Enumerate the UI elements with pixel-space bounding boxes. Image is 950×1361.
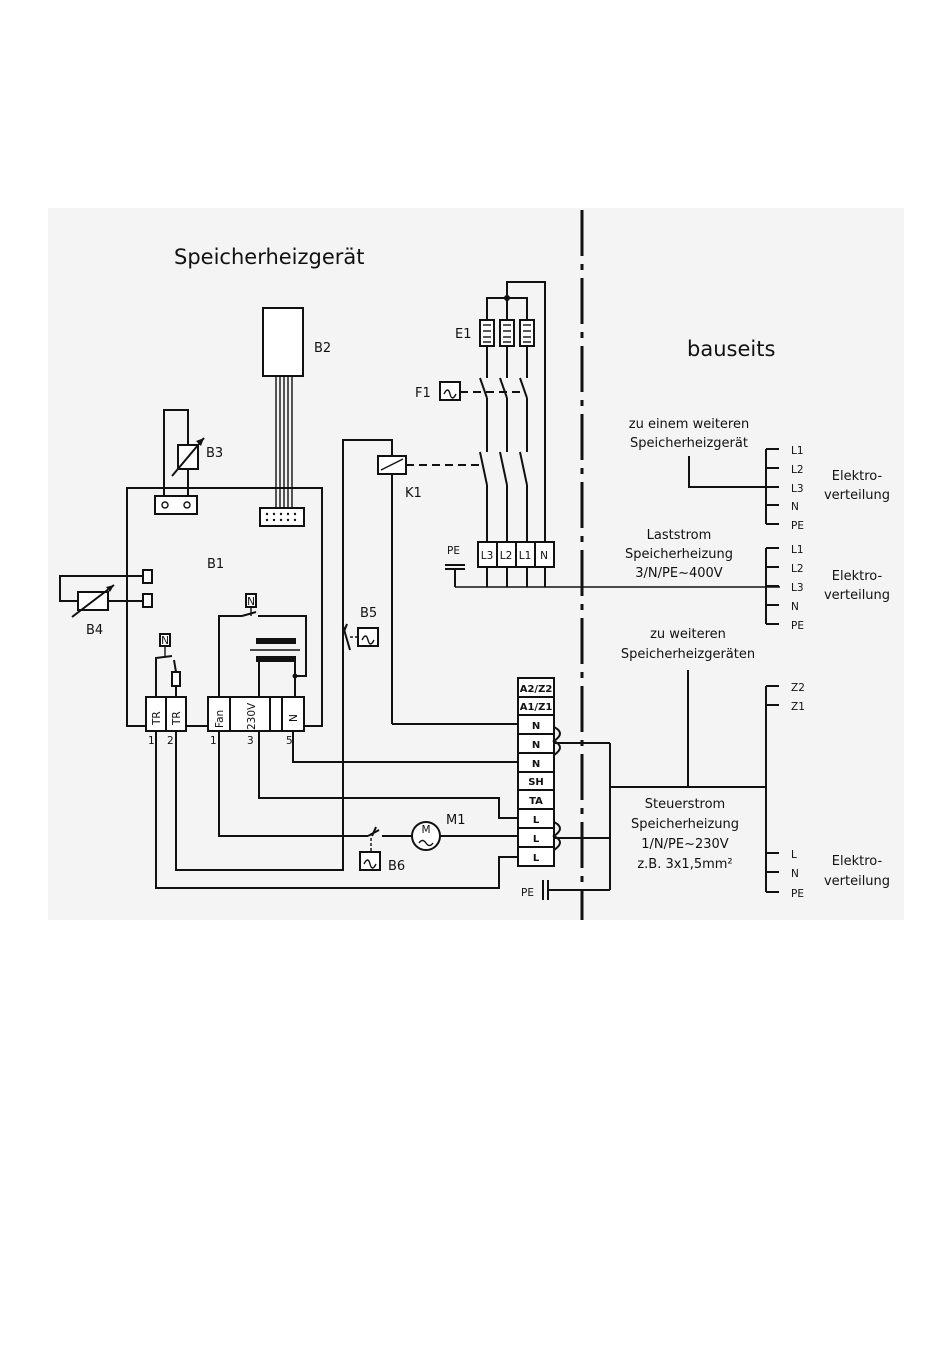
f1-label: F1 (415, 386, 431, 401)
dist1-label-1: Elektro- (832, 469, 883, 484)
dist2-l1: L1 (791, 544, 804, 556)
b6-label: B6 (388, 859, 405, 874)
note-laststrom-2: Speicherheizung (625, 547, 733, 562)
b3-label: B3 (206, 446, 223, 461)
b5-thermostat (357, 627, 379, 647)
dist2-l3: L3 (791, 582, 804, 594)
terminal-num-fan: 1 (210, 735, 217, 747)
ctrl-terminal-ta: TA (529, 796, 543, 807)
m1-symbol: M (421, 824, 430, 836)
ctrl-terminal-n3: N (532, 759, 540, 770)
note-steuer-2: Speicherheizung (631, 817, 739, 832)
dist4-label-2: verteilung (824, 874, 890, 889)
dist1-pe: PE (791, 520, 804, 532)
b5-label: B5 (360, 606, 377, 621)
terminal-tr-1: TR (151, 711, 163, 726)
m1-label: M1 (446, 813, 466, 828)
b2-connector-pins (265, 512, 297, 522)
dist2-label-1: Elektro- (832, 569, 883, 584)
load-terminal-l1: L1 (519, 550, 532, 562)
b2-label: B2 (314, 341, 331, 356)
dist1-label-2: verteilung (824, 488, 890, 503)
site-title: bauseits (687, 337, 775, 361)
ctrl-terminal-sh: SH (528, 777, 544, 788)
terminal-num-2: 2 (167, 735, 174, 747)
e1-heaters (479, 319, 535, 347)
n-mark-2: N (247, 596, 255, 608)
dist4-label-1: Elektro- (832, 854, 883, 869)
load-terminal-l3: L3 (481, 550, 494, 562)
dist2-n: N (791, 601, 799, 613)
dist1-l3: L3 (791, 483, 804, 495)
dist1-l2: L2 (791, 464, 804, 476)
control-distribution-bus (765, 685, 779, 893)
note-steuer-3: 1/N/PE~230V (641, 837, 729, 852)
control-pe-label: PE (521, 887, 534, 899)
b1-label: B1 (207, 557, 224, 572)
distribution-bus-1 (765, 448, 779, 525)
ctrl-terminal-n2: N (532, 740, 540, 751)
dist2-label-2: verteilung (824, 588, 890, 603)
terminal-tr-2: TR (171, 711, 183, 726)
load-terminal-n: N (540, 550, 548, 562)
b6-thermostat (359, 851, 381, 871)
dist1-n: N (791, 501, 799, 513)
ctrl-terminal-a2z2: A2/Z2 (520, 684, 553, 695)
ctrl-terminal-a1z1: A1/Z1 (520, 702, 553, 713)
ctrl-terminal-l1: L (533, 815, 540, 826)
diagram-background (48, 208, 904, 920)
k1-label: K1 (405, 486, 422, 501)
terminal-fan: Fan (214, 710, 226, 728)
e1-label: E1 (455, 327, 472, 342)
distribution-bus-2 (765, 547, 779, 625)
dist3-z1: Z1 (791, 701, 805, 713)
terminal-num-5: 5 (286, 735, 293, 747)
note-weiterer-1: zu einem weiteren (629, 417, 749, 432)
note-weitere-2: Speicherheizgeräten (621, 647, 755, 662)
b2-connector (259, 507, 305, 527)
note-steuer-1: Steuerstrom (645, 797, 725, 812)
f1-limiter (439, 381, 461, 401)
b4-label: B4 (86, 623, 103, 638)
dist2-l2: L2 (791, 563, 804, 575)
ctrl-terminal-n1: N (532, 721, 540, 732)
terminal-num-1: 1 (148, 735, 155, 747)
pe-label: PE (447, 545, 460, 557)
control-terminal-block (517, 677, 555, 867)
note-steuer-4: z.B. 3x1,5mm² (637, 857, 732, 872)
b2-sensor (262, 307, 304, 377)
note-weiterer-2: Speicherheizgerät (630, 436, 748, 451)
n-mark-1: N (161, 635, 169, 647)
b1-terminal-block (145, 696, 305, 732)
dist4-pe: PE (791, 888, 804, 900)
dist2-pe: PE (791, 620, 804, 632)
terminal-num-3: 3 (247, 735, 254, 747)
note-laststrom-3: 3/N/PE~400V (635, 566, 723, 581)
b2-cable (275, 376, 293, 508)
dist1-l1: L1 (791, 445, 804, 457)
terminal-230v: 230V (246, 702, 258, 730)
ctrl-terminal-l2: L (533, 834, 540, 845)
note-weitere-1: zu weiteren (650, 627, 726, 642)
dist4-n: N (791, 868, 799, 880)
load-terminal-l2: L2 (500, 550, 513, 562)
note-laststrom-1: Laststrom (647, 528, 712, 543)
b3-connector (154, 495, 198, 515)
dist3-z2: Z2 (791, 682, 805, 694)
dist4-l: L (791, 849, 797, 861)
ctrl-terminal-l3: L (533, 853, 540, 864)
terminal-n: N (288, 714, 300, 722)
device-title: Speicherheizgerät (174, 245, 365, 269)
